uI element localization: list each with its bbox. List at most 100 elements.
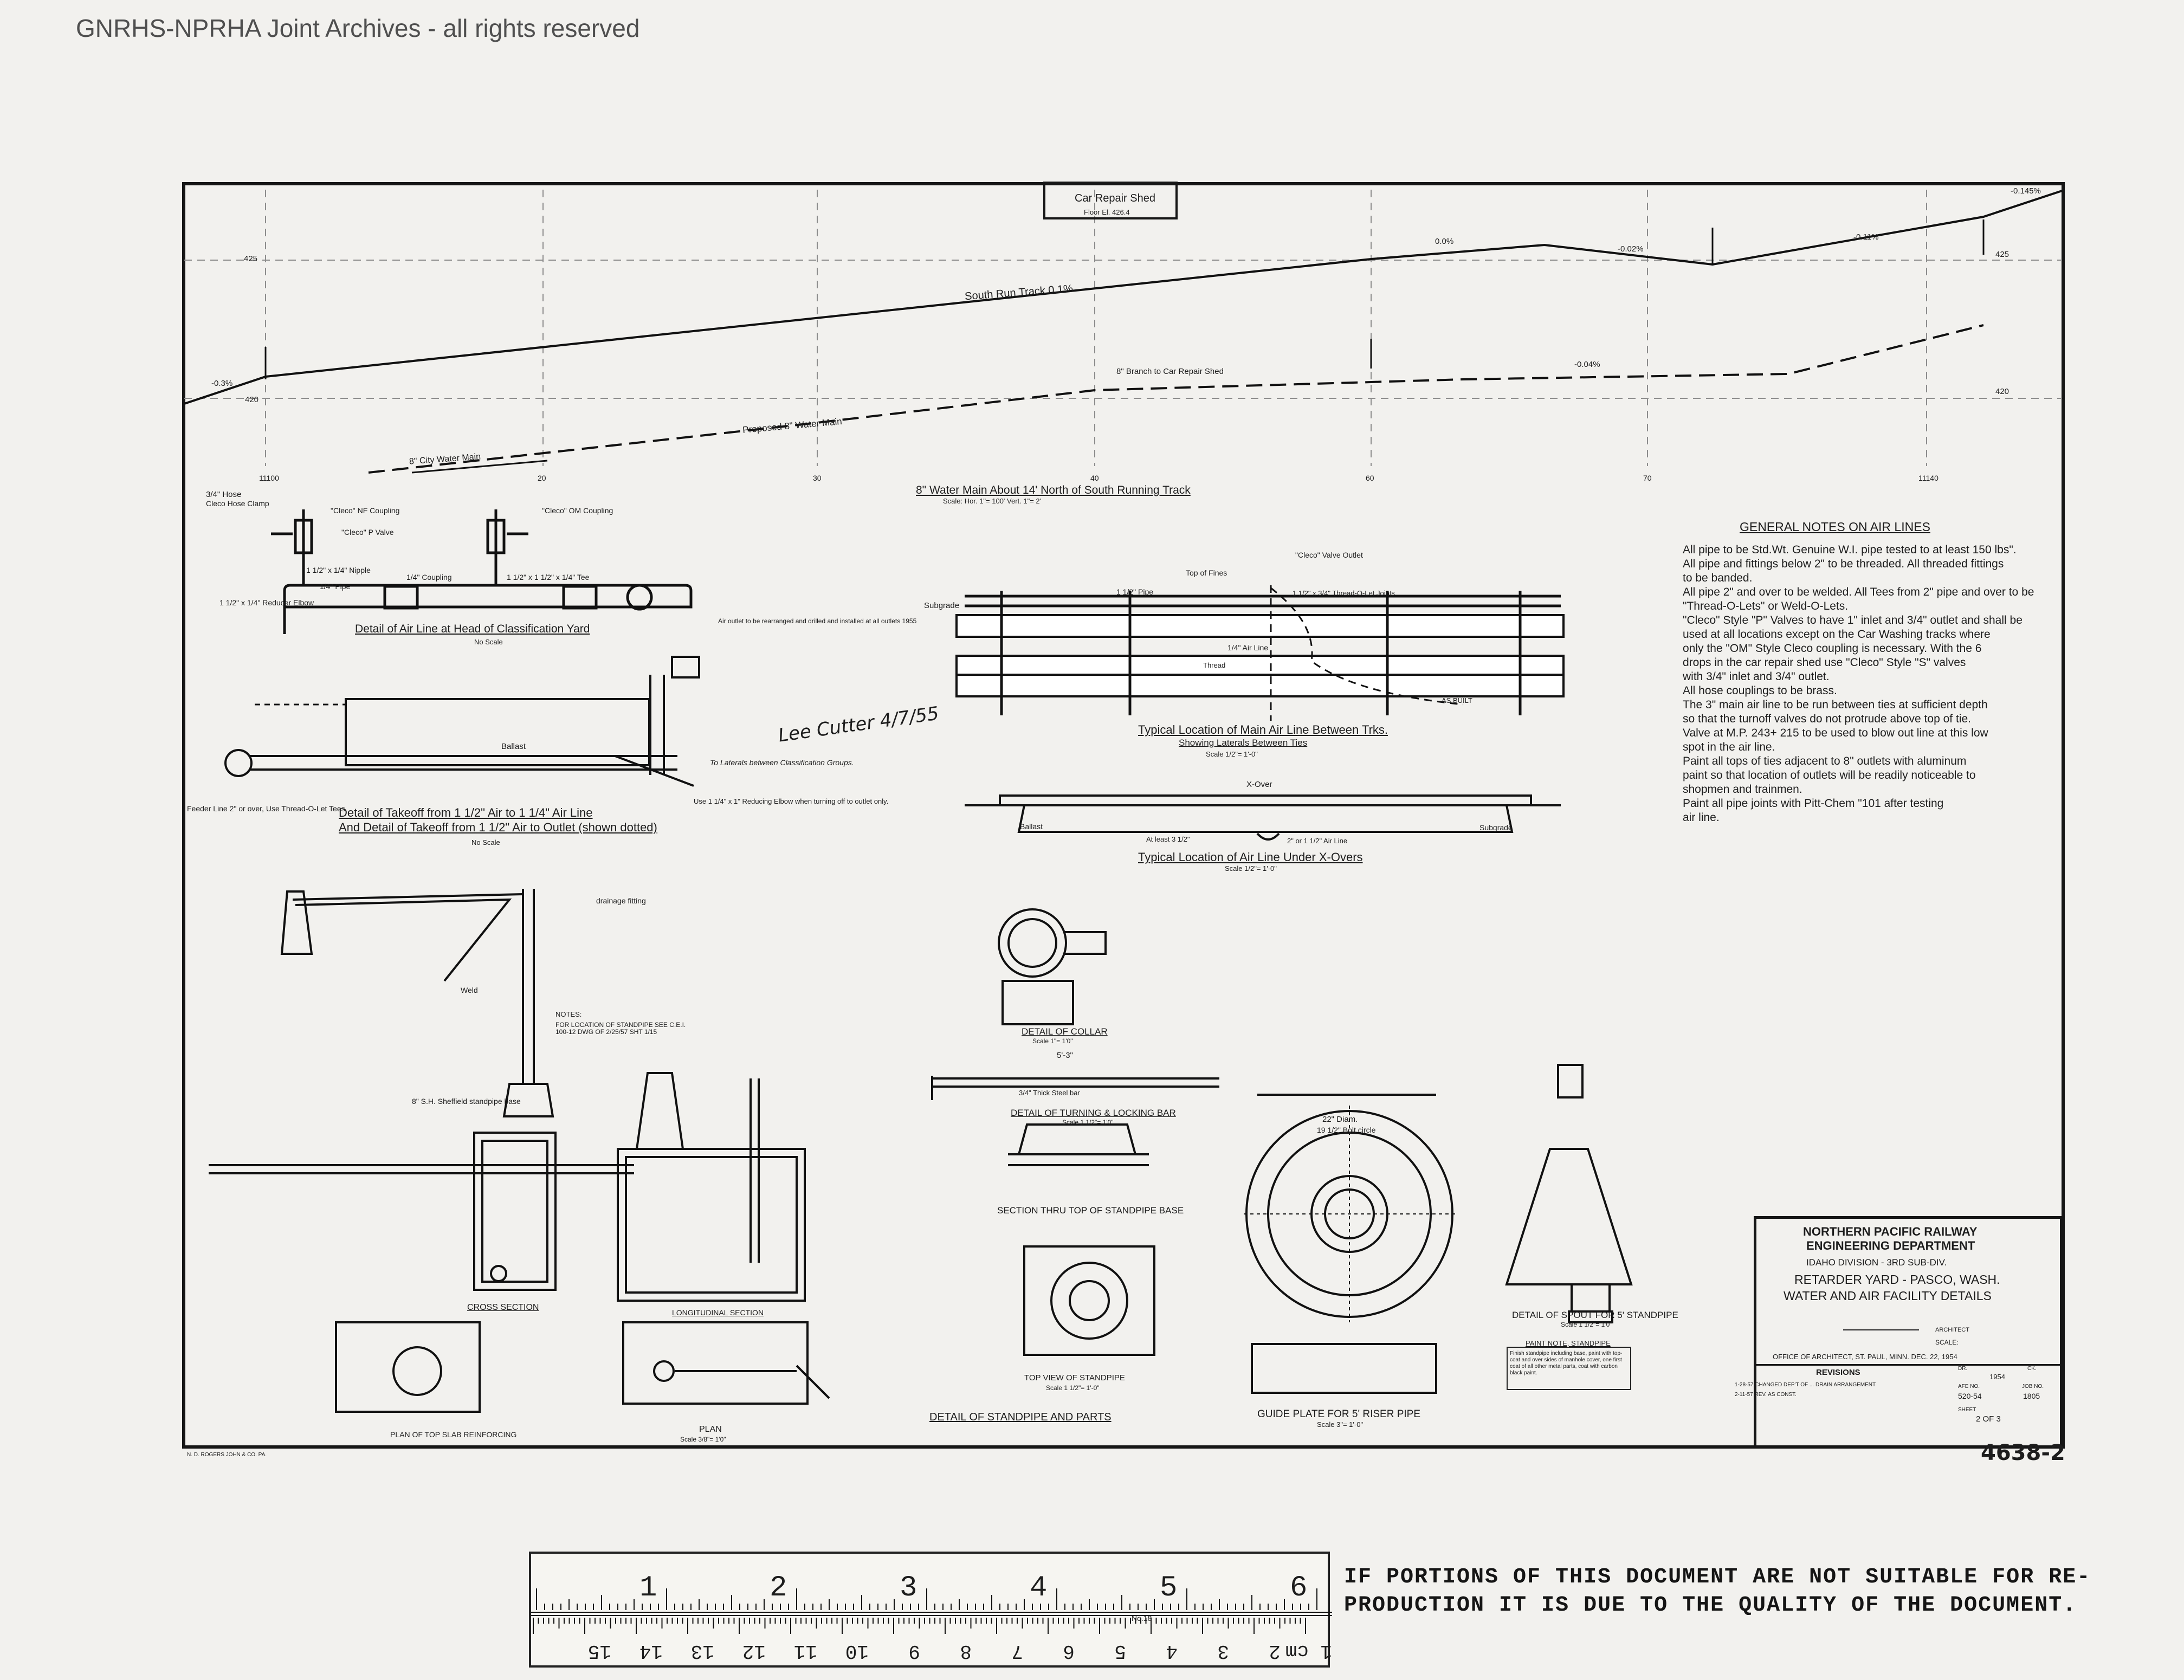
om-coupling-label: "Cleco" OM Coupling [542,506,613,515]
repro-line-1: IF PORTIONS OF THIS DOCUMENT ARE NOT SUI… [1344,1565,2091,1589]
note-line: only the "OM" Style Cleco coupling is ne… [1683,642,1982,655]
note-line: Valve at M.P. 243+ 215 to be used to blo… [1683,727,1988,740]
note-line: paint so that location of outlets will b… [1683,769,1976,782]
guide-scale: Scale 3"= 1'-0" [1317,1420,1364,1429]
subgrade-label: Subgrade [924,601,960,610]
sheffield-label: 8" S.H. Sheffield standpipe base [412,1097,521,1106]
repro-line-2: PRODUCTION IT IS DUE TO THE QUALITY OF T… [1344,1593,2077,1618]
head-yard-scale: No Scale [474,638,503,646]
guide-title: GUIDE PLATE FOR 5' RISER PIPE [1257,1408,1421,1420]
drawing-sheet-border [182,182,2065,1449]
cm-label: 12 [742,1640,766,1662]
section-title: SECTION THRU TOP OF STANDPIPE BASE [997,1205,1184,1216]
bar-title: DETAIL OF TURNING & LOCKING BAR [1011,1108,1176,1118]
revision-1: 1-28-57 CHANGED DEP'T OF ... DRAIN ARRAN… [1735,1382,1876,1388]
spout-scale: Scale 1 1/2"= 1'0" [1561,1321,1612,1328]
plan-slab-label: PLAN OF TOP SLAB REINFORCING [390,1430,517,1439]
tee-label: 1 1/2" x 1 1/2" x 1/4" Tee [507,573,590,581]
reproduction-notice: IF PORTIONS OF THIS DOCUMENT ARE NOT SUI… [1344,1563,2091,1620]
note-line: The 3" main air line to be run between t… [1683,699,1988,712]
thread-o-let-label: 1 1/2" x 3/4" Thread-O-Let Joints [1293,589,1395,597]
job-number: 1805 [2023,1392,2040,1400]
weld-label: Weld [461,986,478,994]
division: IDAHO DIVISION - 3RD SUB-DIV. [1806,1257,1947,1268]
cm-label: 13 [690,1640,714,1662]
xover-scale: Scale 1/2"= 1'-0" [1225,864,1277,873]
note-line: "Thread-O-Lets" or Weld-O-Lets. [1683,600,1849,613]
standpipe-title: DETAIL OF STANDPIPE AND PARTS [929,1411,1112,1423]
architect-label: ARCHITECT [1935,1327,1969,1333]
grade-left: -0.3% [211,379,233,388]
main-air-line-subtitle: Showing Laterals Between Ties [1179,738,1308,748]
department-name: ENGINEERING DEPARTMENT [1806,1239,1975,1252]
ck-value: 1954 [1989,1373,2005,1381]
dia-22-label: 22" Diam. [1322,1115,1358,1124]
bar-dim: 5'-3" [1057,1051,1073,1060]
note-line: spot in the air line. [1683,741,1775,754]
paint-note-box [1507,1347,1631,1390]
feeder-note: Feeder Line 2" or over, Use Thread-O-Let… [187,804,345,813]
as-built-label: AS BUILT [1442,696,1472,705]
cm-label: 15 [587,1640,611,1662]
main-air-line-scale: Scale 1/2"= 1'-0" [1206,750,1258,758]
thread-label: Thread [1203,661,1226,669]
pipe-label: 1/4" Pipe [320,582,351,591]
subject: WATER AND AIR FACILITY DETAILS [1784,1289,1992,1303]
file-number: 4638-2 [1981,1440,2065,1465]
note-line: Paint all tops of ties adjacent to 8" ou… [1683,755,1967,768]
scale-label: SCALE: [1935,1339,1959,1346]
paint-note: Finish standpipe including base, paint w… [1510,1351,1623,1376]
top-view-title: TOP VIEW OF STANDPIPE [1024,1373,1125,1382]
nipple-label: 1 1/2" x 1/4" Nipple [306,566,371,574]
cm-label: 8 [960,1640,972,1662]
xover-subgrade-label: Subgrade [1479,823,1513,832]
cm-label: 14 [639,1640,663,1662]
note-line: drops in the car repair shed use "Cleco"… [1683,656,1966,669]
car-repair-shed-label: Car Repair Shed [1075,192,1155,204]
ruler-model: No.18 [1132,1614,1152,1623]
grade-a: 0.0% [1435,237,1454,246]
air-line-pipe-label: 1 1/2" Pipe [1116,587,1154,596]
architect-signature-line [1843,1316,1919,1330]
note-line: air line. [1683,811,1720,824]
note-line: with 3/4" inlet and 3/4" outlet. [1683,670,1830,683]
note-line: shopmen and trainmen. [1683,783,1802,796]
afe-number: 520-54 [1958,1392,1982,1400]
p-valve-label: "Cleco" P Valve [341,528,394,537]
main-air-line-title: Typical Location of Main Air Line Betwee… [1138,723,1388,736]
note-line: so that the turnoff valves do not protru… [1683,713,1971,726]
revisions-label: REVISIONS [1816,1368,1860,1377]
use-elbow-note: Use 1 1/4" x 1" Reducing Elbow when turn… [694,797,889,805]
paint-note-title: PAINT NOTE, STANDPIPE [1526,1339,1611,1347]
cm-label: 2 [1269,1640,1281,1662]
profile-caption: 8" Water Main About 14' North of South R… [916,484,1191,496]
elevation-425-left: 425 [244,254,258,263]
printer-mark: N. D. ROGERS JOHN & CO. PA. [187,1452,267,1458]
tick-20: 20 [538,474,546,482]
plan-label: PLAN [699,1425,722,1434]
note-line: All hose couplings to be brass. [1683,684,1837,697]
inch-4: 4 [1030,1572,1048,1605]
title-block: NORTHERN PACIFIC RAILWAY ENGINEERING DEP… [1735,1216,2063,1448]
nf-coupling-label: "Cleco" NF Coupling [331,506,400,515]
profile-caption-scale: Scale: Hor. 1"= 100' Vert. 1"= 2' [943,497,1042,505]
spout-title: DETAIL OF SPOUT FOR 5' STANDPIPE [1512,1310,1678,1320]
notes-text: FOR LOCATION OF STANDPIPE SEE C.E.I. 100… [555,1021,686,1036]
general-notes: GENERAL NOTES ON AIR LINES All pipe to b… [1683,520,2057,825]
inch-1: 1 [639,1572,657,1605]
cm-label: 11 [793,1640,817,1662]
tick-60: 60 [1366,474,1374,482]
ruler-ticks [531,1588,1332,1634]
xover-title: Typical Location of Air Line Under X-Ove… [1138,850,1363,864]
elevation-420-right: 420 [1995,387,2009,396]
cross-section-label: CROSS SECTION [467,1303,539,1312]
air-line-label: 1/4" Air Line [1227,643,1269,652]
dr-label: DR. [1958,1366,1968,1372]
plan-scale: Scale 3/8"= 1'0" [680,1436,726,1443]
note-line: used at all locations except on the Car … [1683,628,1991,641]
collar-scale: Scale 1"= 1'0" [1032,1037,1073,1045]
